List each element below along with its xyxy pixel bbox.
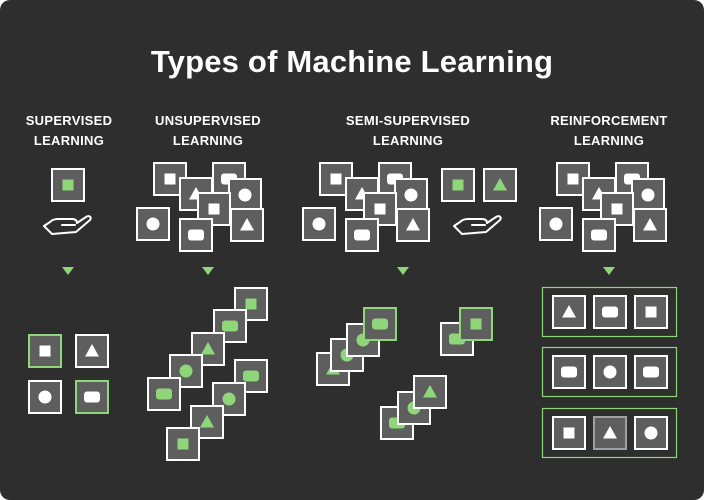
label-reinforcement: REINFORCEMENT LEARNING bbox=[550, 113, 668, 148]
rounded-rect-glyph bbox=[188, 229, 204, 241]
data-tile bbox=[441, 168, 475, 202]
triangle-glyph bbox=[643, 218, 657, 231]
triangle-glyph bbox=[201, 342, 215, 355]
square-glyph bbox=[177, 438, 189, 450]
rounded-rect-glyph bbox=[643, 366, 659, 378]
square-glyph bbox=[245, 298, 257, 310]
square-glyph bbox=[470, 318, 482, 330]
arrow-down-icon bbox=[397, 267, 409, 275]
data-tile bbox=[75, 334, 109, 368]
data-tile bbox=[593, 416, 627, 450]
triangle-glyph bbox=[493, 178, 507, 191]
square-glyph bbox=[563, 427, 575, 439]
square-glyph bbox=[374, 203, 386, 215]
data-tile bbox=[75, 380, 109, 414]
data-tile bbox=[631, 178, 665, 212]
hand-icon bbox=[43, 215, 92, 235]
data-tile bbox=[394, 178, 428, 212]
rounded-rect-glyph bbox=[354, 229, 370, 241]
data-tile bbox=[28, 334, 62, 368]
triangle-glyph bbox=[200, 415, 214, 428]
data-tile bbox=[191, 332, 225, 366]
square-glyph bbox=[208, 203, 220, 215]
data-tile bbox=[166, 427, 200, 461]
data-tile bbox=[51, 168, 85, 202]
square-glyph bbox=[39, 345, 51, 357]
reward-panel bbox=[541, 286, 678, 338]
data-tile bbox=[228, 178, 262, 212]
label-supervised: SUPERVISED LEARNING bbox=[25, 113, 113, 148]
square-glyph bbox=[645, 306, 657, 318]
data-tile bbox=[634, 355, 668, 389]
circle-glyph bbox=[549, 217, 563, 231]
rounded-rect-glyph bbox=[602, 306, 618, 318]
data-tile bbox=[147, 377, 181, 411]
reward-panel bbox=[541, 407, 678, 459]
reward-panel bbox=[541, 346, 678, 398]
data-tile bbox=[552, 355, 586, 389]
data-tile bbox=[234, 359, 268, 393]
rounded-rect-glyph bbox=[372, 318, 388, 330]
data-tile bbox=[593, 355, 627, 389]
square-glyph bbox=[330, 173, 342, 185]
circle-glyph bbox=[222, 392, 236, 406]
data-tile bbox=[539, 207, 573, 241]
hand-icon bbox=[453, 215, 502, 235]
data-tile bbox=[552, 416, 586, 450]
data-tile bbox=[556, 162, 590, 196]
data-tile bbox=[634, 416, 668, 450]
data-tile bbox=[459, 307, 493, 341]
data-tile bbox=[230, 208, 264, 242]
circle-glyph bbox=[644, 426, 658, 440]
arrow-down-icon bbox=[202, 267, 214, 275]
label-unsupervised: UNSUPERVISED LEARNING bbox=[155, 113, 261, 148]
triangle-glyph bbox=[562, 305, 576, 318]
circle-glyph bbox=[404, 188, 418, 202]
data-tile bbox=[552, 295, 586, 329]
data-tile bbox=[634, 295, 668, 329]
rounded-rect-glyph bbox=[591, 229, 607, 241]
circle-glyph bbox=[146, 217, 160, 231]
data-tile bbox=[413, 375, 447, 409]
triangle-glyph bbox=[406, 218, 420, 231]
data-tile bbox=[582, 218, 616, 252]
square-glyph bbox=[567, 173, 579, 185]
square-glyph bbox=[62, 179, 74, 191]
data-tile bbox=[345, 218, 379, 252]
data-tile bbox=[593, 295, 627, 329]
rounded-rect-glyph bbox=[84, 391, 100, 403]
triangle-glyph bbox=[85, 344, 99, 357]
rounded-rect-glyph bbox=[561, 366, 577, 378]
data-tile bbox=[136, 207, 170, 241]
triangle-glyph bbox=[240, 218, 254, 231]
data-tile bbox=[212, 382, 246, 416]
arrow-down-icon bbox=[603, 267, 615, 275]
data-tile bbox=[179, 218, 213, 252]
data-tile bbox=[396, 208, 430, 242]
data-tile bbox=[483, 168, 517, 202]
square-glyph bbox=[611, 203, 623, 215]
arrow-down-icon bbox=[62, 267, 74, 275]
circle-glyph bbox=[312, 217, 326, 231]
rounded-rect-glyph bbox=[156, 388, 172, 400]
page-title: Types of Machine Learning bbox=[150, 44, 554, 79]
circle-glyph bbox=[38, 390, 52, 404]
data-tile bbox=[633, 208, 667, 242]
circle-glyph bbox=[179, 364, 193, 378]
rounded-rect-glyph bbox=[243, 370, 259, 382]
circle-glyph bbox=[641, 188, 655, 202]
rounded-rect-glyph bbox=[222, 320, 238, 332]
label-semi-supervised: SEMI-SUPERVISED LEARNING bbox=[345, 113, 471, 148]
square-glyph bbox=[452, 179, 464, 191]
triangle-glyph bbox=[603, 426, 617, 439]
data-tile bbox=[363, 307, 397, 341]
circle-glyph bbox=[238, 188, 252, 202]
square-glyph bbox=[164, 173, 176, 185]
circle-glyph bbox=[603, 365, 617, 379]
data-tile bbox=[302, 207, 336, 241]
triangle-glyph bbox=[423, 385, 437, 398]
data-tile bbox=[28, 380, 62, 414]
